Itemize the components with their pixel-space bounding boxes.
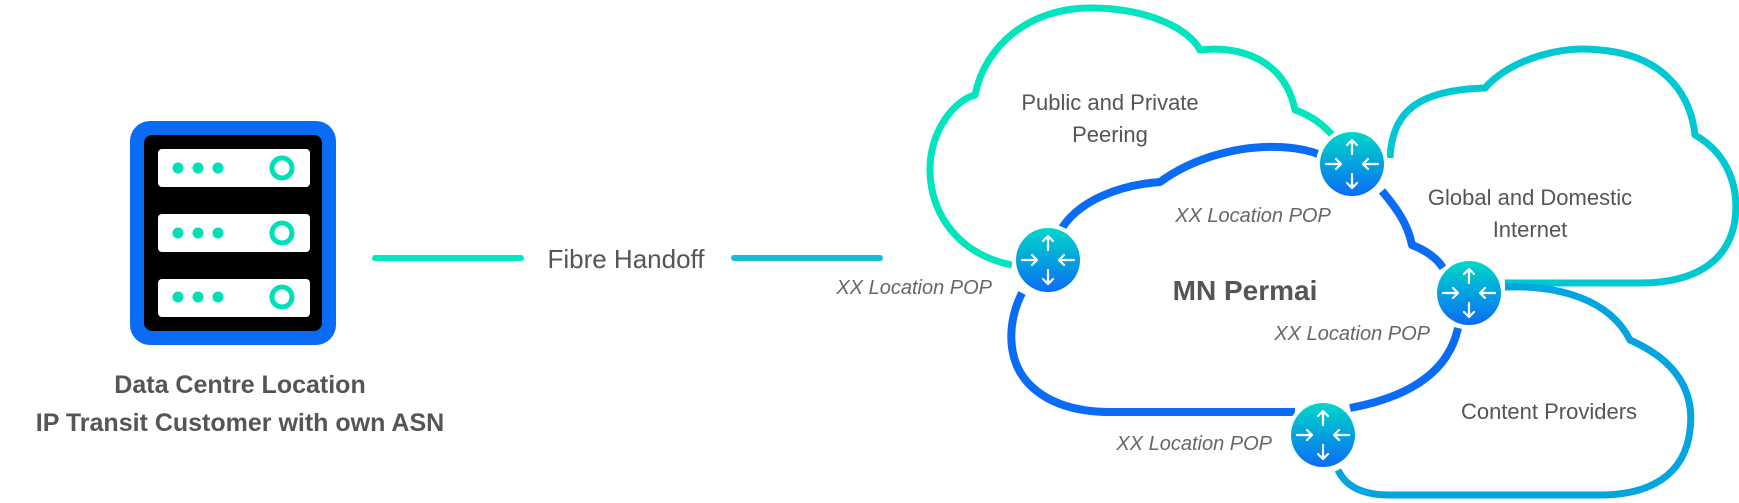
cloud-mn-permai: [1007, 291, 1295, 416]
cloud-global: [1386, 45, 1739, 287]
server-unit: [158, 279, 310, 317]
pop-label-handoff: XX Location POP: [835, 277, 992, 299]
cloud-peering: [926, 4, 1341, 269]
router-icon[interactable]: [1012, 224, 1084, 296]
cloud-global-label-line1: Global and Domestic: [1428, 185, 1632, 210]
server-unit: [158, 149, 310, 187]
cloud-peering-label-line2: Peering: [1072, 122, 1148, 147]
router-icon[interactable]: [1433, 257, 1505, 329]
pop-label-peering-global: XX Location POP: [1174, 205, 1331, 227]
router-icon[interactable]: [1287, 399, 1359, 471]
server-rack-icon: [130, 121, 336, 345]
network-name: MN Permai: [1173, 275, 1318, 306]
fibre-handoff-label: Fibre Handoff: [547, 244, 705, 274]
cloud-mn-permai-right: [1378, 188, 1447, 271]
customer-title: Data Centre Location: [114, 371, 365, 399]
server-unit: [158, 214, 310, 252]
customer-subtitle: IP Transit Customer with own ASN: [36, 409, 444, 437]
pop-label-global-content: XX Location POP: [1273, 323, 1430, 345]
pop-label-content: XX Location POP: [1115, 433, 1272, 455]
cloud-peering-label-line1: Public and Private: [1021, 90, 1198, 115]
cloud-global-label-line2: Internet: [1493, 217, 1568, 242]
cloud-content: [1334, 283, 1695, 499]
cloud-mn-permai-lower-right: [1349, 327, 1462, 412]
cloud-mn-permai-top: [1058, 142, 1324, 231]
cloud-content-label: Content Providers: [1461, 399, 1637, 424]
router-icon[interactable]: [1316, 128, 1388, 200]
